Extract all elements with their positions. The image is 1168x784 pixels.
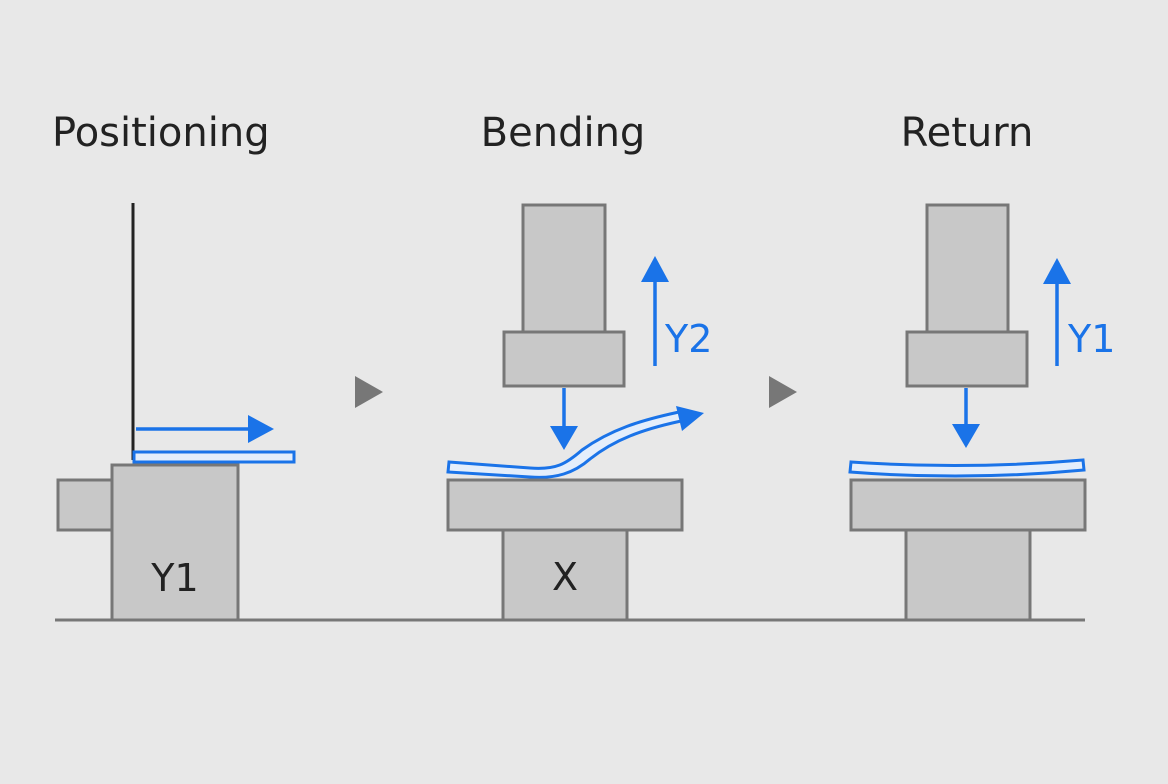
stage-bending: Bending Y2 X <box>446 110 712 622</box>
stage-title-bending: Bending <box>481 110 646 156</box>
feed-arrow-head <box>248 415 274 443</box>
motion-label-y1: Y1 <box>1067 317 1115 361</box>
die-table <box>446 478 684 532</box>
stage-title-return: Return <box>901 110 1034 156</box>
base-block-return <box>904 528 1032 622</box>
press-down-arrow-head <box>550 426 578 450</box>
base-label-x: X <box>552 555 578 599</box>
stage-title-positioning: Positioning <box>52 110 270 156</box>
stage-return: Return Y1 <box>848 110 1115 622</box>
triangle-arrow-icon <box>355 376 383 408</box>
punch-block <box>502 330 626 388</box>
triangle-arrow-icon <box>769 376 797 408</box>
sheet-flat <box>132 450 296 464</box>
motion-label-y2: Y2 <box>664 317 712 361</box>
upper-ram-return <box>925 203 1010 335</box>
base-block-y1 <box>110 463 240 622</box>
base-label-y1: Y1 <box>150 556 198 600</box>
base-block-x <box>501 528 629 622</box>
die-table-return <box>849 478 1087 532</box>
return-down-arrow-head <box>952 424 980 448</box>
y2-up-arrow-head <box>641 256 669 282</box>
sheet-bend-arrow-head <box>676 406 704 431</box>
sheet-returned <box>848 458 1086 478</box>
y1-up-arrow-head <box>1043 258 1071 284</box>
stage-positioning: Positioning Y1 <box>52 110 296 622</box>
punch-block-return <box>905 330 1029 388</box>
upper-ram <box>521 203 607 335</box>
